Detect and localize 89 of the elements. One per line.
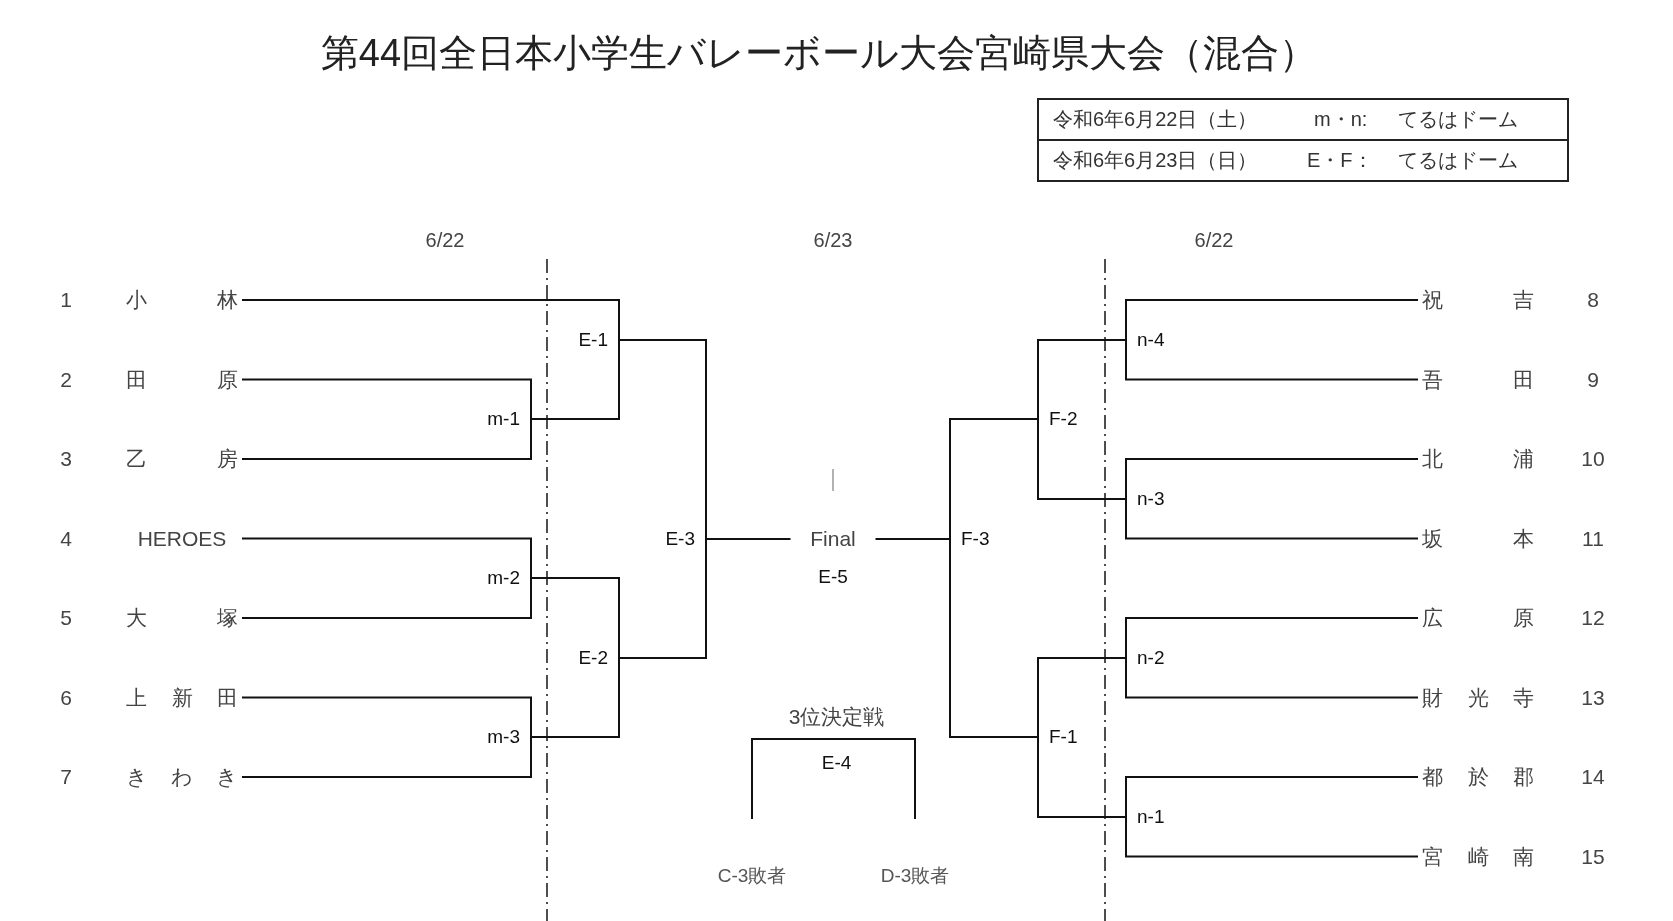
bracket-line [1037, 339, 1127, 407]
bracket-line [242, 299, 620, 328]
match-label: E-5 [818, 565, 848, 589]
bracket-line [242, 378, 532, 407]
bracket-line [888, 738, 916, 819]
entrant-label: D-3敗者 [880, 864, 950, 888]
team-number: 9 [1587, 366, 1599, 393]
team-name: 田原 [126, 366, 238, 393]
bracket-line [1037, 749, 1127, 818]
bracket-line [242, 590, 532, 619]
round-title: 3位決定戦 [788, 704, 885, 730]
bracket-line [242, 537, 532, 566]
bracket-line [242, 749, 532, 778]
date-heading: 6/23 [813, 228, 853, 253]
team-number: 12 [1581, 605, 1605, 631]
team-name: 都於郡 [1422, 764, 1534, 790]
bracket-line [1125, 352, 1418, 381]
match-label: m-2 [487, 565, 532, 591]
match-label: n-3 [1125, 486, 1165, 512]
team-number: 2 [60, 366, 72, 393]
team-name: 祝吉 [1422, 287, 1534, 313]
team-number: 11 [1582, 525, 1604, 552]
match-label: E-4 [784, 738, 889, 778]
team-name: HEROES [137, 525, 227, 552]
bracket-line [1125, 670, 1418, 699]
team-number: 10 [1581, 446, 1605, 472]
bracket-line [242, 696, 532, 725]
venue-name: てるはドーム [1398, 107, 1518, 132]
bracket-line [530, 577, 620, 646]
date-text: 令和6年6月23日（日） [1053, 148, 1258, 173]
match-label: n-4 [1125, 327, 1165, 353]
bracket-line [751, 738, 785, 819]
team-name: 財光寺 [1422, 684, 1534, 711]
team-number: 15 [1581, 843, 1605, 870]
team-name: 坂本 [1422, 525, 1534, 552]
bracket-line [618, 339, 707, 527]
match-label: E-2 [578, 645, 620, 671]
match-label: E-3 [665, 526, 707, 552]
match-label: E-1 [578, 327, 620, 353]
match-group-text: E・F： [1307, 148, 1373, 173]
date-heading: 6/22 [425, 228, 465, 253]
match-label: n-2 [1125, 645, 1165, 671]
team-name: 吾田 [1422, 366, 1534, 393]
bracket-line [1125, 617, 1418, 646]
team-number: 7 [60, 764, 72, 790]
team-name: 北浦 [1422, 446, 1534, 472]
team-number: 4 [60, 525, 72, 552]
bracket-line [1125, 829, 1418, 858]
date-text: 令和6年6月22日（土） [1053, 107, 1258, 132]
bracket-line [618, 551, 707, 659]
team-name: 上新田 [126, 684, 238, 711]
bracket-line [530, 670, 620, 738]
team-number: 6 [60, 684, 72, 711]
bracket-line [1037, 657, 1127, 725]
team-number: 5 [60, 605, 72, 631]
bracket-line [530, 352, 620, 420]
team-name: 宮崎南 [1422, 843, 1534, 870]
team-name: 広原 [1422, 605, 1534, 631]
team-name: きわき [126, 764, 238, 790]
bracket-line [1037, 431, 1127, 500]
team-name: 小林 [126, 287, 238, 313]
bracket-line [949, 418, 1039, 527]
match-label: m-1 [487, 406, 532, 432]
bracket-line [875, 538, 951, 540]
team-number: 1 [60, 287, 72, 313]
bracket-line [1125, 458, 1418, 487]
match-label: n-1 [1125, 804, 1165, 830]
team-number: 13 [1581, 684, 1605, 711]
match-label: m-3 [487, 724, 532, 750]
bracket-line [1125, 511, 1418, 540]
match-label: F-3 [949, 526, 990, 552]
team-number: 3 [60, 446, 72, 472]
team-name: 乙房 [126, 446, 238, 472]
team-name: 大塚 [126, 605, 238, 631]
venue-name: てるはドーム [1398, 148, 1518, 173]
team-number: 14 [1581, 764, 1605, 790]
match-label: F-1 [1037, 724, 1078, 750]
final-label: Final [810, 526, 856, 552]
bracket-line [1125, 299, 1418, 328]
bracket-line [705, 538, 791, 540]
title: 第44回全日本小学生バレーボール大会宮崎県大会（混合） [320, 31, 1318, 76]
bracket-line [1125, 776, 1418, 805]
date-heading: 6/22 [1194, 228, 1234, 253]
bracket-line [242, 431, 532, 460]
team-number: 8 [1587, 287, 1599, 313]
match-label: F-2 [1037, 406, 1078, 432]
entrant-label: C-3敗者 [717, 864, 787, 888]
bracket-line [949, 551, 1039, 738]
match-group-text: m・n: [1314, 107, 1368, 132]
